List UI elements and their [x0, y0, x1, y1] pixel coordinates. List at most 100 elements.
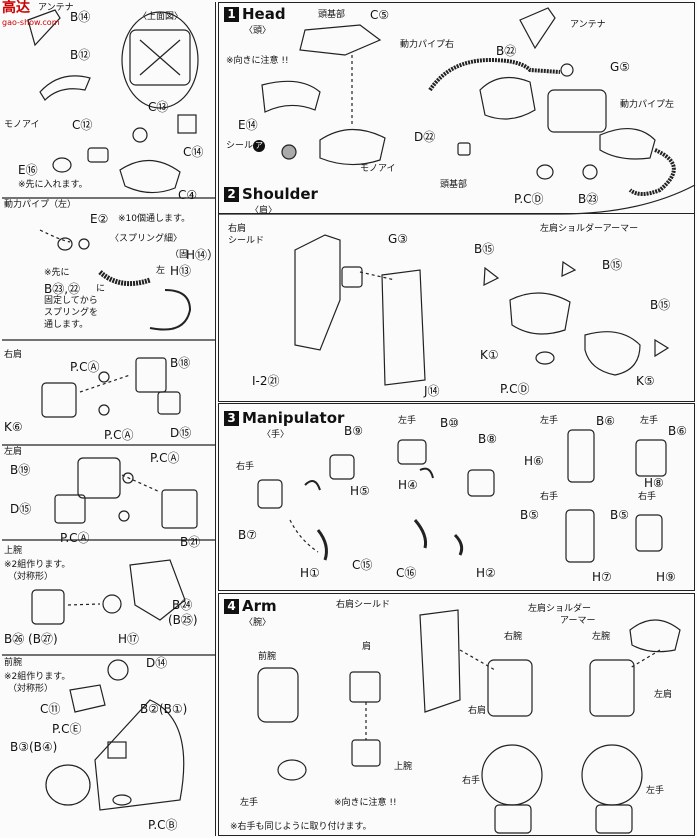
label-monoeye-head: モノアイ	[360, 164, 396, 174]
code-g5: G⑤	[610, 60, 631, 74]
note-two-sets-2: ※2組作ります。	[4, 672, 71, 682]
code-b21: B㉑	[180, 535, 201, 549]
label-arm-left-armor-2: アーマー	[560, 616, 596, 626]
code-b12: B⑫	[70, 48, 91, 62]
label-antenna-head: アンテナ	[570, 20, 606, 30]
note-fix-then: に	[96, 284, 106, 294]
code-pca3: P.CⒶ	[150, 451, 180, 465]
label-arm-left-shoulder: 左肩	[654, 690, 673, 700]
code-b24: B㉔	[172, 598, 193, 612]
code-h1: H①	[300, 566, 320, 580]
code-b5a: B⑤	[520, 508, 539, 522]
code-b23-head: B㉓	[578, 192, 599, 206]
code-pcd-shoulder: P.CⒹ	[500, 382, 530, 396]
code-d14: D⑭	[146, 656, 168, 670]
label-arm-left-hand-2: 左手	[646, 786, 665, 796]
code-h2: H②	[476, 566, 496, 580]
code-e14: E⑭	[238, 118, 258, 132]
note-orientation-head: ※向きに注意 !!	[226, 56, 289, 66]
code-b14: B⑭	[70, 10, 91, 24]
shoulder-title-text: Shoulder	[242, 185, 318, 203]
arm-title-text: Arm	[242, 597, 277, 615]
code-k5: K⑤	[636, 374, 655, 388]
code-pcb: P.CⒷ	[148, 818, 178, 832]
code-h8: H⑧	[644, 476, 664, 490]
label-right-shoulder-shield-2: シールド	[228, 236, 265, 246]
code-d22: D㉒	[414, 130, 436, 144]
label-arm-shoulder: 肩	[362, 642, 372, 652]
code-b7: B⑦	[238, 528, 257, 542]
code-h14: H⑭）	[186, 248, 220, 262]
label-seal-text: シール	[226, 141, 254, 151]
left-column-panel	[2, 2, 216, 836]
code-b9: B⑨	[344, 424, 363, 438]
seal-mark: ア	[253, 140, 266, 152]
code-b2: B②(B①)	[140, 702, 188, 716]
label-power-pipe-right: 動力パイプ右	[400, 40, 455, 50]
label-upper-arm: 上腕	[4, 546, 23, 556]
code-b19: B⑲	[10, 463, 31, 477]
code-b23-22: B㉓,㉒	[44, 282, 81, 296]
code-pcd-head: P.CⒹ	[514, 192, 544, 206]
code-b25: (B㉕)	[168, 613, 198, 627]
label-monoeye: モノアイ	[4, 120, 40, 130]
code-h6: H⑥	[524, 454, 544, 468]
code-b15a: B⑮	[474, 242, 495, 256]
code-b26: B㉖ (B㉗)	[4, 632, 58, 646]
label-spring-thin: 〈スプリング細〉	[110, 234, 183, 244]
code-b18: B⑱	[170, 356, 191, 370]
note-spring-pass: スプリングを	[44, 308, 99, 318]
label-arm-upper-arm: 上腕	[394, 762, 413, 772]
code-pca1: P.CⒶ	[70, 360, 100, 374]
note-fix-then2: 固定してから	[44, 296, 98, 306]
label-power-pipe-left: 動力パイプ（左）	[4, 200, 77, 210]
label-antenna: アンテナ	[38, 3, 74, 13]
arm-panel	[218, 593, 695, 836]
watermark-logo: 高达	[2, 0, 30, 16]
label-arm-forearm: 前腕	[258, 652, 277, 662]
code-b5b: B⑤	[610, 508, 629, 522]
code-h4: H④	[398, 478, 418, 492]
arm-subtitle: 〈腕〉	[244, 618, 272, 628]
label-head-base-2: 頭基部	[440, 180, 468, 190]
label-left-char: 左	[156, 266, 166, 276]
label-arm-right-arm: 右腕	[504, 632, 523, 642]
arm-number: 4	[224, 599, 239, 614]
code-pca2: P.CⒶ	[104, 428, 134, 442]
label-right-hand-manip: 右手	[236, 462, 255, 472]
label-solid: （固	[170, 250, 189, 260]
code-h17: H⑰	[118, 632, 140, 646]
note-symmetric: （対称形）	[8, 572, 54, 582]
label-power-pipe-left-head: 動力パイプ左	[620, 100, 675, 110]
label-arm-left-hand: 左手	[240, 798, 259, 808]
code-pca4: P.CⒶ	[60, 531, 90, 545]
label-top-view: 〈上面図〉	[138, 12, 184, 22]
label-rh2: 右手	[638, 492, 657, 502]
manipulator-subtitle: 〈手〉	[262, 430, 290, 440]
code-b15b: B⑮	[602, 258, 623, 272]
code-c16: C⑯	[396, 566, 417, 580]
code-g3: G③	[388, 232, 409, 246]
code-e16: E⑯	[18, 163, 38, 177]
code-b6b: B⑥	[668, 424, 687, 438]
note-arm-orientation: ※向きに注意 !!	[334, 798, 397, 808]
label-right-shoulder: 右肩	[4, 350, 23, 360]
code-c13: C⑬	[148, 100, 169, 114]
note-two-sets: ※2組作ります。	[4, 560, 71, 570]
head-title-text: Head	[242, 5, 286, 23]
note-pass: 通します。	[44, 320, 89, 330]
label-arm-right-shoulder: 右肩	[468, 706, 487, 716]
code-h7: H⑦	[592, 570, 612, 584]
label-seal: シールア	[226, 140, 266, 152]
code-d15b: D⑮	[10, 502, 32, 516]
shoulder-panel	[218, 180, 695, 402]
code-c11: C⑪	[40, 702, 61, 716]
shoulder-number: 2	[224, 187, 239, 202]
label-left-shoulder-armor: 左肩ショルダーアーマー	[540, 224, 639, 234]
code-c5: C⑤	[370, 8, 390, 22]
code-h5: H⑤	[350, 484, 370, 498]
code-j14: J⑭	[424, 384, 440, 398]
